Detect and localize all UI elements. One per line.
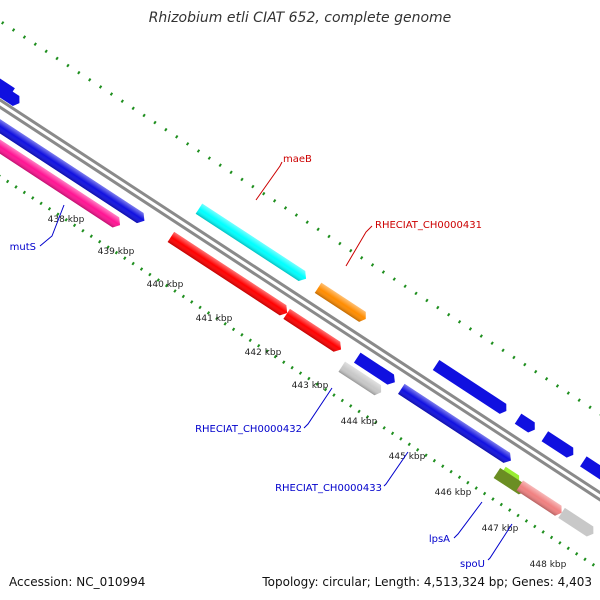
tick-label: 443 kbp <box>292 381 329 391</box>
gene-label-mutS[interactable]: mutS <box>10 242 36 253</box>
tick-label: 441 kbp <box>196 314 233 324</box>
gene-label-leaders <box>39 161 513 561</box>
gene-blue-forward-4[interactable] <box>580 456 600 487</box>
genome-track <box>0 0 600 571</box>
tick-label: 439 kbp <box>98 247 135 257</box>
gene-blue-forward-2[interactable] <box>514 413 538 435</box>
tick-label: 445 kbp <box>389 452 426 462</box>
spoU-leader <box>487 523 513 561</box>
gene-blue-forward-1[interactable] <box>432 360 510 416</box>
tick-label: 442 kbp <box>245 348 282 358</box>
mutS-leader <box>39 204 65 247</box>
lpsA-leader <box>453 501 483 539</box>
map-title: Rhizobium etli CIAT 652, complete genome <box>149 10 452 26</box>
ch0000433-leader <box>383 451 409 487</box>
gene-blue-reverse-2[interactable] <box>353 352 398 388</box>
inner-tick-ring <box>0 119 600 571</box>
gene-grey-reverse-2[interactable] <box>558 507 596 539</box>
gene-olive-reverse[interactable] <box>493 467 529 497</box>
tick-label: 448 kbp <box>530 560 567 570</box>
tick-label: 440 kbp <box>147 280 184 290</box>
backbone-outer <box>0 65 600 518</box>
tick-label: 438 kbp <box>48 215 85 225</box>
gene-label-ch0000433[interactable]: RHECIAT_CH0000433 <box>275 483 382 494</box>
reverse-strand-genes <box>0 116 596 539</box>
gene-label-lpsA[interactable]: lpsA <box>429 534 450 545</box>
gene-blue-forward-3[interactable] <box>541 431 577 460</box>
ch0000432-leader <box>303 387 333 429</box>
outer-tick-ring <box>0 0 600 463</box>
gene-labels: mutS maeB RHECIAT_CH0000431 RHECIAT_CH00… <box>10 154 485 570</box>
tick-label: 447 kbp <box>482 524 519 534</box>
gene-label-maeB[interactable]: maeB <box>283 154 312 165</box>
gene-label-ch0000431[interactable]: RHECIAT_CH0000431 <box>375 220 482 231</box>
gene-label-spoU[interactable]: spoU <box>460 559 485 570</box>
forward-strand-genes <box>0 71 600 487</box>
gene-blue-edge[interactable] <box>0 71 15 97</box>
tick-labels: 438 kbp 439 kbp 440 kbp 441 kbp 442 kbp … <box>48 215 567 570</box>
maeB-leader <box>255 161 283 201</box>
tick-label: 444 kbp <box>341 417 378 427</box>
gene-label-ch0000432[interactable]: RHECIAT_CH0000432 <box>195 424 302 435</box>
accession-text: Accession: NC_010994 <box>9 575 145 589</box>
tick-label: 446 kbp <box>435 488 472 498</box>
genome-summary-text: Topology: circular; Length: 4,513,324 bp… <box>261 575 592 589</box>
backbone-inner <box>0 70 600 523</box>
ch0000431-leader <box>345 225 373 267</box>
